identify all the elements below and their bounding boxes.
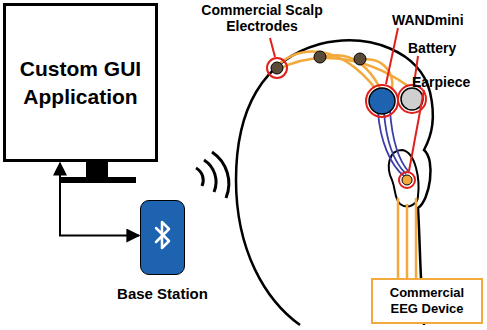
earpiece <box>402 175 412 185</box>
highlight-ring <box>399 172 415 188</box>
monitor-base <box>60 177 136 183</box>
wireless-waves <box>196 152 229 198</box>
node-label: Custom GUI Application <box>12 55 149 110</box>
callout-label: Earpiece <box>412 74 484 90</box>
callout-label: Commercial Scalp Electrodes <box>192 2 332 34</box>
callout-label: WANDmini <box>392 12 482 28</box>
ear <box>389 150 419 206</box>
monitor-screen: Custom GUI Application <box>3 3 158 162</box>
callout-label: Battery <box>408 40 478 56</box>
eeg-wires <box>398 198 416 278</box>
scalp-electrode <box>267 51 366 78</box>
highlight-ring <box>366 85 398 117</box>
node-heading: Base Station <box>117 285 208 302</box>
connector-arrow <box>60 163 139 236</box>
battery <box>401 88 423 110</box>
wandmini-device <box>369 88 395 114</box>
earpiece-leads <box>378 111 409 176</box>
base-station: Base Station <box>140 200 185 275</box>
bluetooth-symbol <box>140 200 185 275</box>
monitor-stand <box>86 162 108 178</box>
leader-line <box>270 28 424 171</box>
eeg-device-box: Commercial EEG Device <box>371 278 483 324</box>
node-label: Commercial EEG Device <box>375 285 479 316</box>
